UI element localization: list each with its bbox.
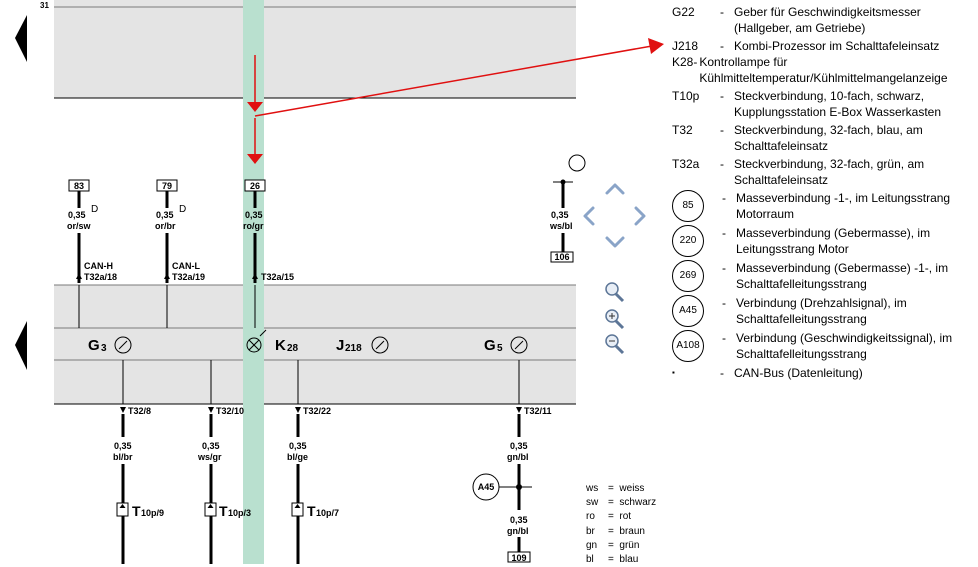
wire-83-suffix: D (91, 204, 98, 215)
connector-t10p-7: T (307, 503, 316, 519)
lower-wire-1-color: bl/br (113, 452, 133, 462)
components-row: G 3 K 28 J 218 G 5 (88, 329, 528, 354)
legend-row-85: 85 - Masseverbindung -1-, im Leitungsstr… (672, 190, 978, 225)
wire-26-pin: T32a/15 (261, 272, 294, 282)
svg-text:28: 28 (287, 343, 299, 354)
component-j218: J (336, 337, 344, 354)
wire-79-bus: CAN-L (172, 261, 200, 271)
wire-83-pin: T32a/18 (84, 272, 117, 282)
prev-section-arrow-icon[interactable] (15, 15, 27, 62)
color-code-key: ws= weiss sw= schwarz ro= rot br= braun … (586, 482, 656, 567)
svg-text:10p/3: 10p/3 (228, 508, 251, 518)
legend-row-220: 220 - Masseverbindung (Gebermasse), im L… (672, 225, 978, 260)
legend-row-t32: T32 - Steckverbindung, 32-fach, blau, am… (672, 123, 923, 153)
lower-wire-3-gauge: 0,35 (289, 441, 307, 451)
connection-a108-symbol: A108 (672, 330, 704, 362)
page-number: 31 (40, 1, 49, 10)
component-k28: K (275, 337, 286, 354)
svg-text:3: 3 (101, 343, 107, 354)
lower-pin-t32-8: T32/8 (128, 406, 151, 416)
wire-79-pin: T32a/19 (172, 272, 205, 282)
color-code-row: bl= blau (586, 554, 639, 566)
connector-t10p-9: T (132, 503, 141, 519)
legend-row-t32a: T32a - Steckverbindung, 32-fach, grün, a… (672, 157, 925, 187)
wire-83-gauge: 0,35 (68, 210, 86, 220)
legend-row-a45: A45 - Verbindung (Drehzahlsignal), im Sc… (672, 295, 978, 330)
pan-left-icon[interactable] (583, 206, 595, 226)
wire-79-color: or/br (155, 221, 176, 231)
zoom-search-icon[interactable] (605, 282, 625, 303)
zoom-out-icon[interactable] (605, 334, 625, 355)
prev-section-arrow-lower-icon[interactable] (15, 321, 27, 370)
red-arrows (247, 38, 664, 164)
lower-wire-4-color: gn/bl (507, 452, 529, 462)
color-code-row: sw= schwarz (586, 497, 657, 509)
a45-wire-gauge: 0,35 (510, 515, 528, 525)
wire-26-color: ro/gr (243, 221, 264, 231)
legend-row-t10p: T10p - Steckverbindung, 10-fach, schwarz… (672, 89, 941, 119)
pan-right-icon[interactable] (634, 206, 646, 226)
svg-text:10p/9: 10p/9 (141, 508, 164, 518)
a45-wire-color: gn/bl (507, 526, 529, 536)
connector-t10p-3: T (219, 503, 228, 519)
wire-id-106: 106 (554, 252, 569, 262)
lower-wire-4-gauge: 0,35 (510, 441, 528, 451)
pan-down-icon[interactable] (605, 236, 625, 248)
wire-id-79: 79 (162, 181, 172, 191)
color-code-row: ws= weiss (586, 483, 645, 494)
legend-row-a108: A108 - Verbindung (Geschwindigkeitssigna… (672, 330, 978, 365)
lower-wire-2-color: ws/gr (197, 452, 222, 462)
wire-83-color: or/sw (67, 221, 92, 231)
legend-row-g22: G22 - Geber für Geschwindigkeitsmesser (… (672, 5, 921, 35)
wire-83-bus: CAN-H (84, 261, 113, 271)
color-code-row: gn= grün (586, 539, 640, 551)
lower-wire-3-color: bl/ge (287, 452, 308, 462)
svg-text:218: 218 (345, 343, 362, 354)
wire-26-gauge: 0,35 (245, 210, 263, 220)
lower-pin-t32-22: T32/22 (303, 406, 331, 416)
lower-wire-1-gauge: 0,35 (114, 441, 132, 451)
svg-text:5: 5 (497, 343, 503, 354)
lower-wires: T32/8 T32/10 T32/22 T32/11 0,35 bl/br 0,… (113, 360, 552, 564)
pan-controls (583, 183, 646, 248)
ground-a45: A45 (478, 482, 495, 492)
component-g3: G (88, 337, 100, 354)
top-band (54, 0, 576, 98)
lower-pin-t32-11: T32/11 (524, 406, 552, 416)
component-g5: G (484, 337, 496, 354)
wire-106-gauge: 0,35 (551, 210, 569, 220)
wire-79-gauge: 0,35 (156, 210, 174, 220)
lower-pin-t32-10: T32/10 (216, 406, 244, 416)
zoom-controls (605, 282, 625, 355)
zoom-in-icon[interactable] (605, 309, 625, 330)
wire-id-109: 109 (511, 553, 526, 563)
legend-row-269: 269 - Masseverbindung (Gebermasse) -1-, … (672, 260, 978, 295)
legend-row-can-bus: ▪ - CAN-Bus (Datenleitung) (672, 366, 863, 380)
legend-row-j218: J218 - Kombi-Prozessor im Schalttafelein… (672, 39, 940, 53)
middle-band (54, 285, 576, 404)
wire-79-suffix: D (179, 204, 186, 215)
ground-220-symbol: 220 (672, 225, 704, 257)
wire-id-26: 26 (250, 181, 260, 191)
upper-wires: 83 79 26 0,35 D or/sw 0,35 D or/br 0,35 … (67, 154, 586, 328)
svg-text:10p/7: 10p/7 (316, 508, 339, 518)
ground-269-symbol: 269 (672, 260, 704, 292)
ground-85-symbol: 85 (672, 190, 704, 222)
legend-row-k28: K28- Kontrollampe für Kühlmitteltemperat… (672, 55, 948, 85)
color-code-row: ro= rot (586, 511, 632, 523)
pan-up-icon[interactable] (605, 183, 625, 195)
lower-wire-2-gauge: 0,35 (202, 441, 220, 451)
wire-106-color: ws/bl (549, 221, 573, 231)
color-code-row: br= braun (586, 525, 645, 537)
wire-id-83: 83 (74, 181, 84, 191)
legend: G22 - Geber für Geschwindigkeitsmesser (… (672, 0, 978, 381)
connection-a45-symbol: A45 (672, 295, 704, 327)
